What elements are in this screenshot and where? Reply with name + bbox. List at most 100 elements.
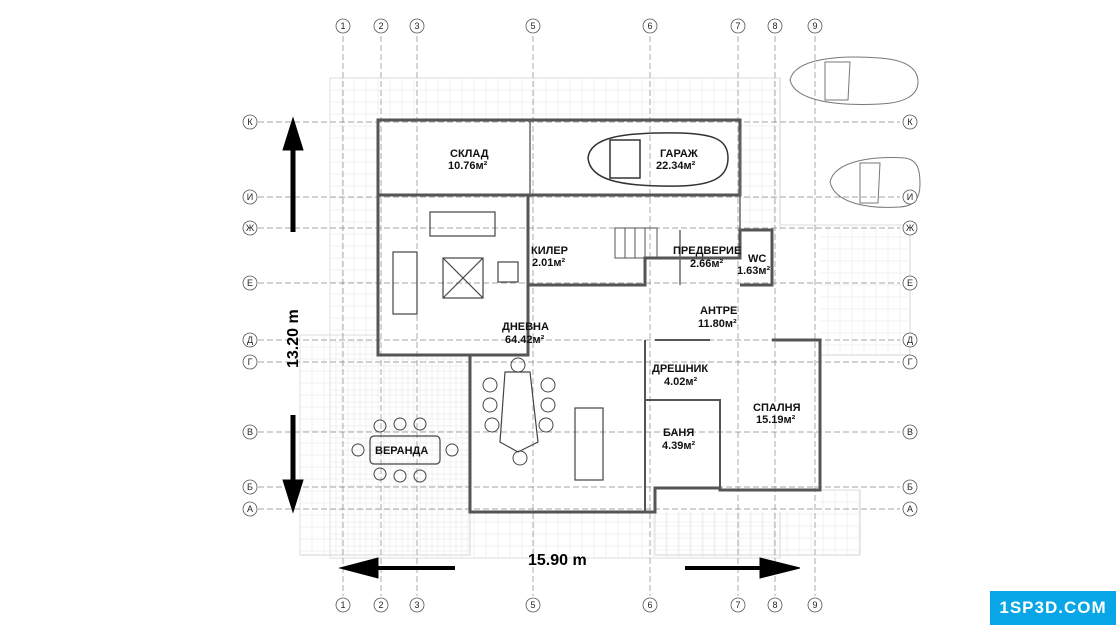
width-dimension: 15.90 m xyxy=(528,552,587,569)
axis-bubble xyxy=(242,114,258,130)
axis-label: Е xyxy=(247,278,253,288)
chair xyxy=(373,467,387,481)
axis-bubble xyxy=(807,18,823,34)
axis-bubble xyxy=(525,18,541,34)
axis-bubble xyxy=(902,220,918,236)
room-name: СКЛАД xyxy=(450,148,489,160)
room-area: 2.66м² xyxy=(690,258,724,270)
chair xyxy=(445,443,459,457)
axis-bubble xyxy=(242,501,258,517)
axis-label: И xyxy=(247,192,253,202)
axis-bubble xyxy=(902,275,918,291)
axis-label: Б xyxy=(907,482,913,492)
axis-label: 6 xyxy=(647,600,652,610)
axis-bubble xyxy=(242,354,258,370)
axis-bubble xyxy=(373,18,389,34)
chair xyxy=(512,450,528,466)
axis-bubble xyxy=(730,18,746,34)
room-name: АНТРЕ xyxy=(700,305,737,317)
axis-bubble xyxy=(902,424,918,440)
axis-bubble xyxy=(242,424,258,440)
axis-label: 3 xyxy=(414,21,419,31)
axis-bubble xyxy=(242,332,258,348)
axis-label: Д xyxy=(247,335,253,345)
room-name: КИЛЕР xyxy=(531,245,568,257)
living-furniture xyxy=(392,211,519,315)
axis-bubble xyxy=(807,597,823,613)
axis-label: 9 xyxy=(812,21,817,31)
room-area: 11.80м² xyxy=(698,318,737,330)
axis-label: К xyxy=(907,117,913,127)
room-name: ДНЕВНА xyxy=(502,321,549,333)
axis-label: Г xyxy=(248,357,253,367)
chair xyxy=(510,357,526,373)
room-name: WC xyxy=(748,253,766,265)
room-name: ПРЕДВЕРИЕ xyxy=(673,245,741,257)
depth-dimension: 13.20 m xyxy=(285,309,302,368)
axis-label: 8 xyxy=(772,21,777,31)
room-area: 2.01м² xyxy=(532,257,566,269)
stairs xyxy=(614,227,658,259)
axis-label: 7 xyxy=(735,21,740,31)
axis-bubble xyxy=(902,114,918,130)
axis-label: К xyxy=(247,117,253,127)
axis-bubble xyxy=(902,189,918,205)
axis-bubble xyxy=(242,189,258,205)
chair xyxy=(484,417,500,433)
axis-bubble xyxy=(730,597,746,613)
axis-bubble xyxy=(409,597,425,613)
room-name: СПАЛНЯ xyxy=(753,402,801,414)
chair xyxy=(540,377,556,393)
chair xyxy=(538,417,554,433)
axis-bubble xyxy=(242,479,258,495)
chair xyxy=(482,397,498,413)
axis-label: Ж xyxy=(246,223,255,233)
chair xyxy=(351,443,365,457)
room-name: ВЕРАНДА xyxy=(375,445,428,457)
chair xyxy=(413,417,427,431)
dimension-arrows xyxy=(282,116,801,579)
site-logo: 1SP3D.COM xyxy=(990,591,1116,625)
room-area: 15.19м² xyxy=(756,414,796,426)
axis-bubble xyxy=(409,18,425,34)
axis-label: Ж xyxy=(906,223,915,233)
axis-label: 5 xyxy=(530,21,535,31)
axis-label: И xyxy=(907,192,913,202)
axis-label: А xyxy=(247,504,253,514)
room-area: 4.02м² xyxy=(664,376,698,388)
room-name: БАНЯ xyxy=(663,427,694,439)
axis-label: 7 xyxy=(735,600,740,610)
axis-label: Д xyxy=(907,335,913,345)
room-name: ДРЕШНИК xyxy=(652,363,708,375)
room-area: 10.76м² xyxy=(448,160,488,172)
axis-bubble xyxy=(642,18,658,34)
room-area: 1.63м² xyxy=(737,265,771,277)
dining-table xyxy=(499,371,604,481)
axis-bubble xyxy=(242,275,258,291)
room-name: ГАРАЖ xyxy=(660,148,698,160)
room-labels: СКЛАД 10.76м² ГАРАЖ 22.34м² КИЛЕР 2.01м²… xyxy=(375,148,801,457)
chairs xyxy=(351,357,556,483)
axis-label: 2 xyxy=(378,600,383,610)
chair xyxy=(540,397,556,413)
axis-label: 2 xyxy=(378,21,383,31)
axis-bubble xyxy=(525,597,541,613)
axis-bubble xyxy=(335,18,351,34)
axis-bubble xyxy=(242,220,258,236)
axis-bubble xyxy=(902,354,918,370)
axis-label: Г xyxy=(908,357,913,367)
axis-label: А xyxy=(907,504,913,514)
chair xyxy=(393,469,407,483)
axis-label: В xyxy=(247,427,253,437)
axis-bubble xyxy=(335,597,351,613)
axis-label: Б xyxy=(247,482,253,492)
car-bottom xyxy=(829,157,921,208)
axis-label: 1 xyxy=(340,21,345,31)
walls xyxy=(376,118,822,514)
chair xyxy=(393,417,407,431)
axis-label: 6 xyxy=(647,21,652,31)
axis-bubble xyxy=(902,479,918,495)
interior-walls xyxy=(529,120,741,285)
